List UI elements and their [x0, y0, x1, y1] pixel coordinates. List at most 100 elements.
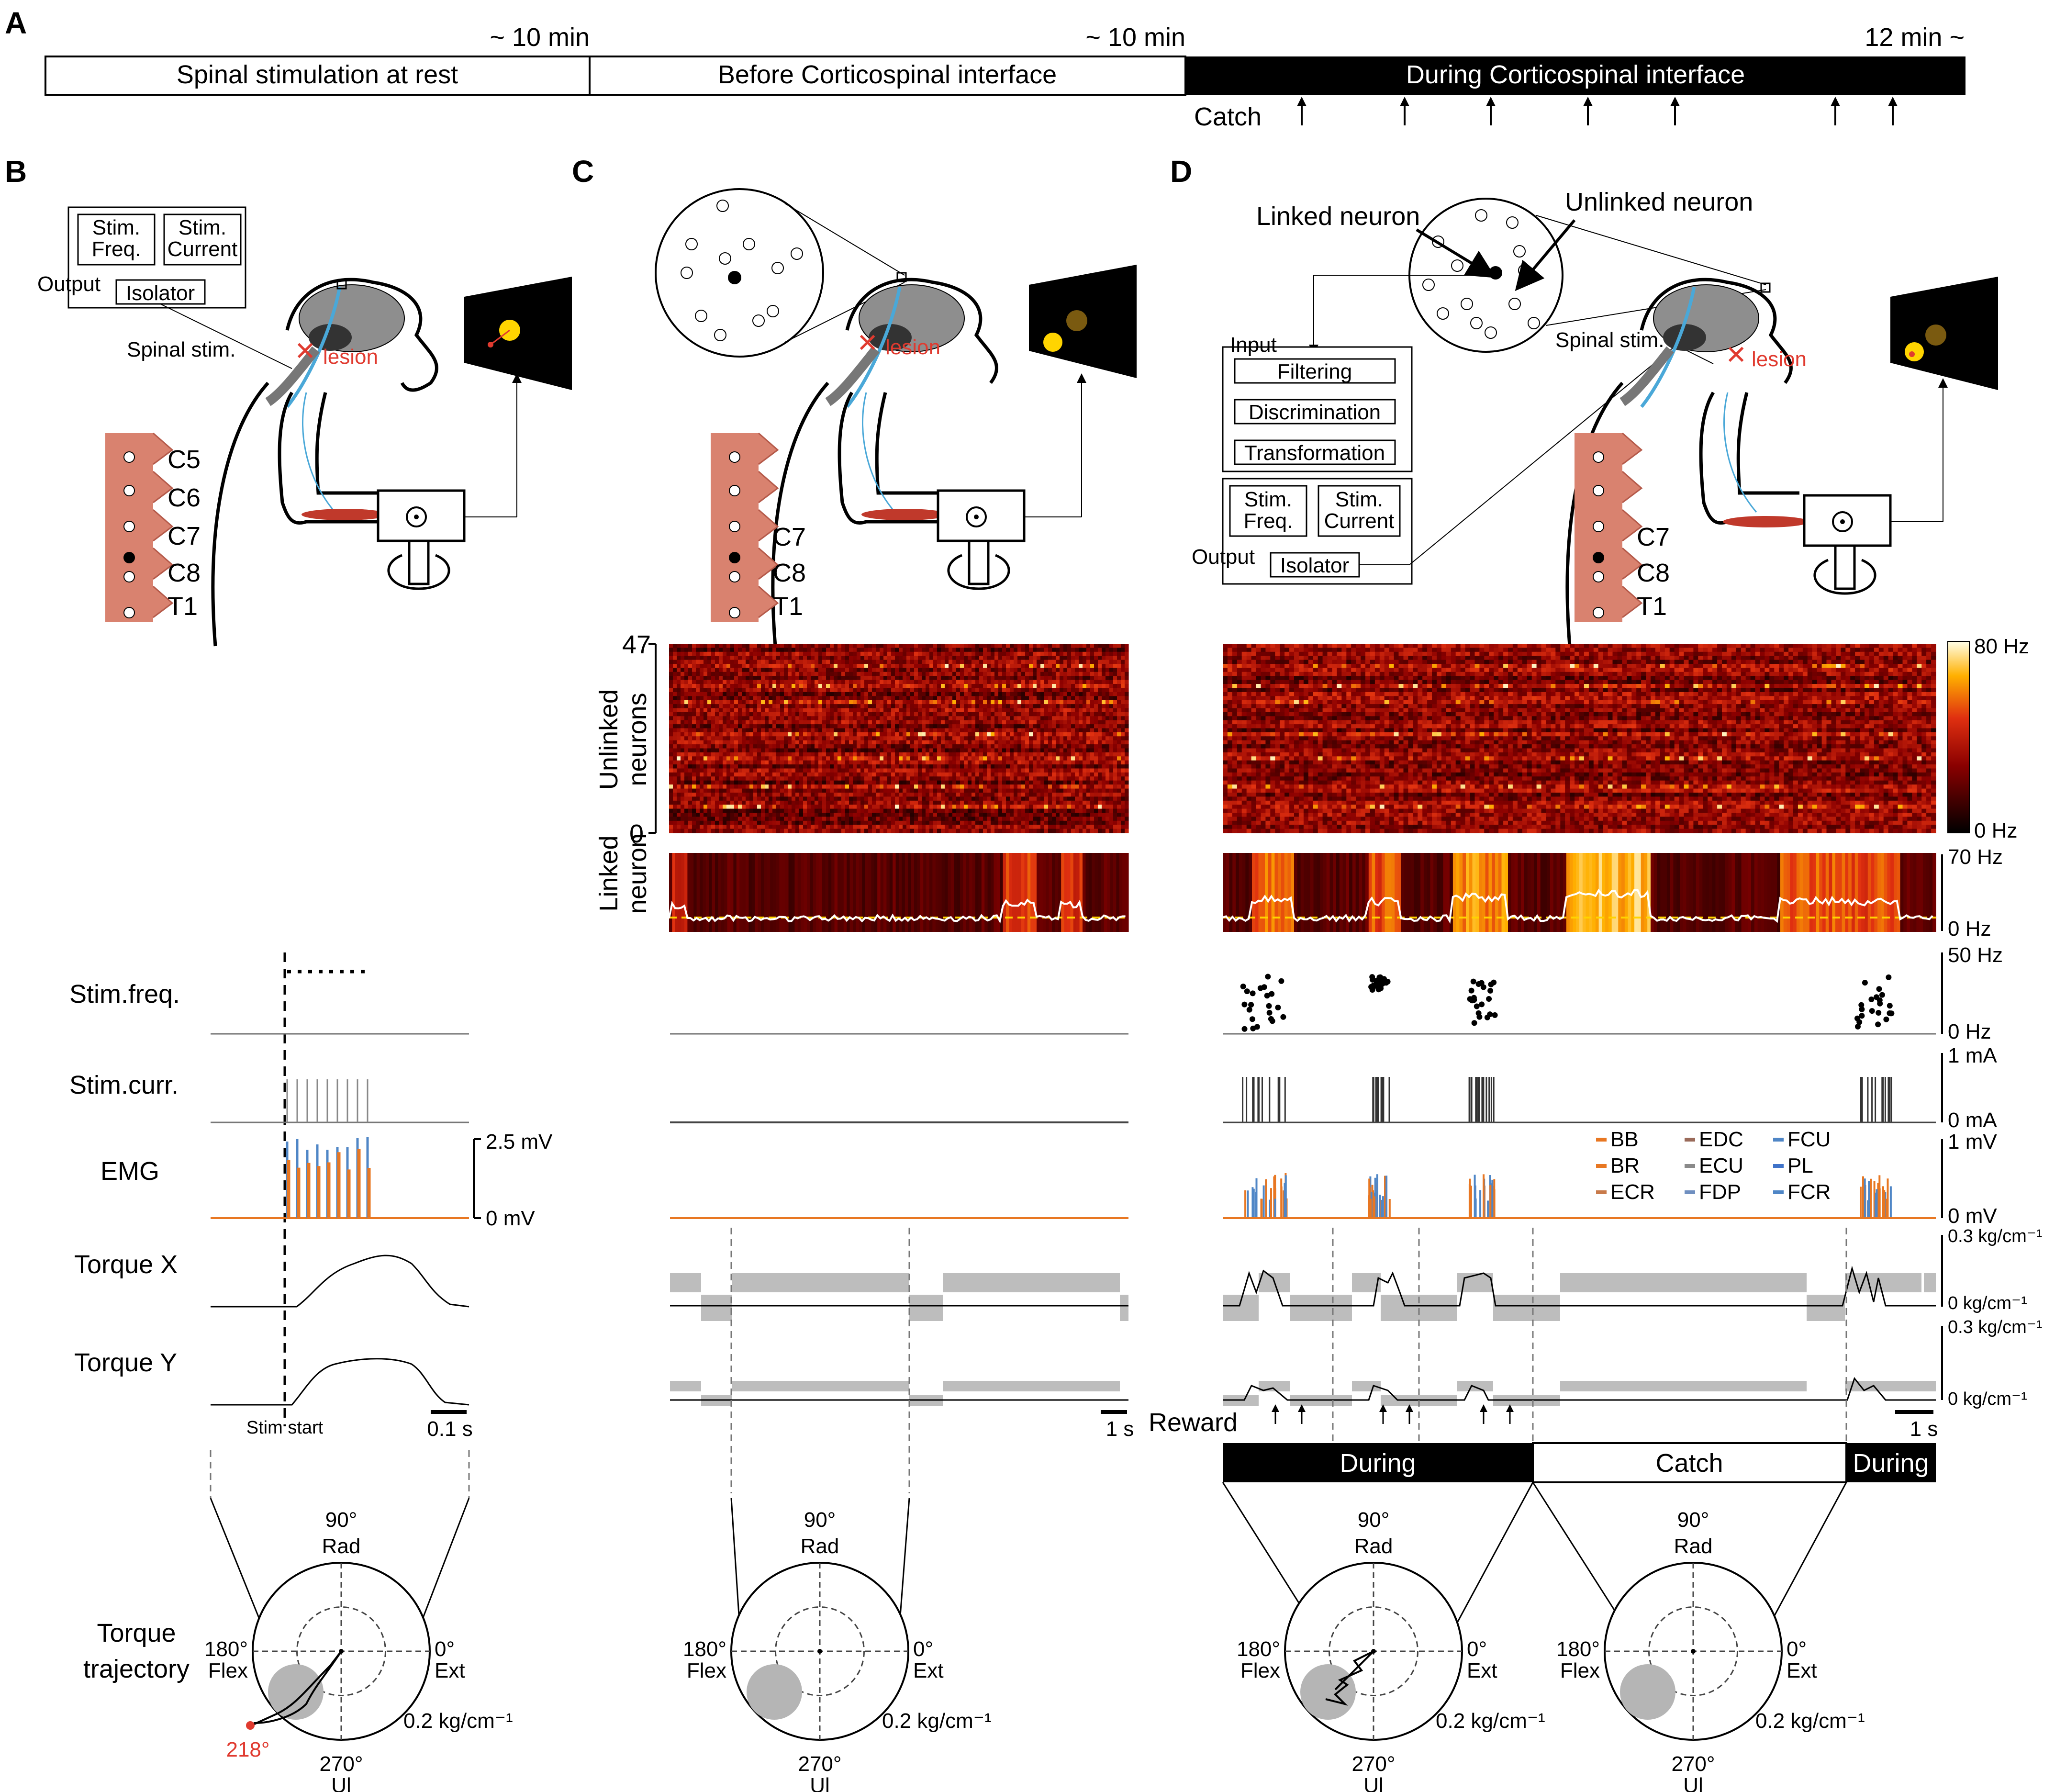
heatmap-cell	[730, 744, 735, 749]
heatmap-cell	[792, 801, 796, 805]
heatmap-cell	[838, 700, 842, 705]
heatmap-cell	[918, 668, 922, 672]
heatmap-cell	[749, 796, 754, 801]
heatmap-cell	[883, 720, 888, 725]
catch-label: Catch	[1194, 102, 1262, 131]
heatmap-cell	[853, 781, 857, 785]
heatmap-cell	[1117, 773, 1121, 777]
heatmap-cell	[681, 648, 685, 652]
heatmap-cell	[723, 764, 727, 769]
heatmap-cell	[795, 668, 800, 672]
heatmap-cell	[872, 644, 876, 648]
heatmap-cell	[807, 700, 811, 705]
heatmap-cell	[880, 776, 884, 781]
heatmap-cell	[876, 749, 880, 753]
heatmap-cell	[975, 724, 980, 728]
heatmap-cell	[1052, 668, 1056, 672]
heatmap-cell	[769, 784, 773, 789]
heatmap-cell	[922, 704, 926, 708]
heatmap-cell	[822, 736, 826, 740]
stim-freq-label-b: Stim.	[92, 216, 140, 239]
heatmap-cell	[1086, 736, 1091, 740]
heatmap-cell	[757, 696, 761, 700]
heatmap-cell	[952, 696, 957, 700]
heatmap-cell	[1021, 764, 1026, 769]
heatmap-cell	[949, 716, 953, 720]
heatmap-cell	[956, 644, 960, 648]
heatmap-cell	[780, 796, 784, 801]
heatmap-cell	[730, 688, 735, 692]
heatmap-cell	[1010, 724, 1014, 728]
heatmap-cell	[1113, 708, 1117, 713]
panel-label-c: C	[572, 154, 594, 189]
heatmap-cell	[688, 688, 692, 692]
heatmap-cell	[815, 776, 819, 781]
heatmap-cell	[922, 752, 926, 757]
heatmap-cell	[945, 732, 949, 737]
heatmap-cell	[684, 716, 689, 720]
heatmap-cell	[757, 644, 761, 648]
heatmap-cell	[769, 644, 773, 648]
heatmap-cell	[972, 648, 976, 652]
heatmap-cell	[1075, 781, 1079, 785]
heatmap-cell	[761, 680, 765, 684]
heatmap-cell	[929, 805, 934, 809]
vertebra-c-2: T1	[773, 592, 803, 621]
heatmap-cell	[707, 652, 712, 656]
heatmap-cell	[738, 761, 742, 765]
heatmap-cell	[1071, 708, 1075, 713]
heatmap-cell	[926, 672, 930, 676]
heatmap-cell	[784, 732, 788, 737]
heatmap-cell	[1125, 724, 1129, 728]
heatmap-cell	[692, 740, 696, 745]
heatmap-cell	[994, 684, 999, 688]
heatmap-cell	[872, 732, 876, 737]
heatmap-cell	[688, 656, 692, 660]
heatmap-cell	[753, 764, 758, 769]
heatmap-cell	[704, 692, 708, 696]
heatmap-cell	[761, 784, 765, 789]
heatmap-cell	[834, 749, 838, 753]
heatmap-cell	[868, 776, 872, 781]
heatmap-cell	[757, 789, 761, 793]
heatmap-cell	[1079, 776, 1083, 781]
heatmap-cell	[864, 805, 869, 809]
heatmap-cell	[1044, 688, 1049, 692]
heatmap-cell	[1040, 704, 1045, 708]
heatmap-cell	[730, 752, 735, 757]
heatmap-cell	[1079, 716, 1083, 720]
heatmap-cell	[780, 652, 784, 656]
heatmap-cell	[860, 764, 865, 769]
heatmap-cell	[857, 668, 861, 672]
heatmap-cell	[891, 652, 895, 656]
heatmap-cell	[1033, 781, 1037, 785]
heatmap-cell	[841, 672, 846, 676]
heatmap-cell	[887, 660, 892, 664]
heatmap-cell	[876, 752, 880, 757]
heatmap-cell	[883, 740, 888, 745]
heatmap-cell	[991, 692, 995, 696]
heatmap-cell	[780, 769, 784, 773]
heatmap-cell	[876, 764, 880, 769]
heatmap-cell	[681, 676, 685, 680]
heatmap-cell	[903, 801, 907, 805]
heatmap-cell	[945, 761, 949, 765]
heatmap-cell	[960, 648, 964, 652]
heatmap-cell	[891, 728, 895, 733]
heatmap-cell	[880, 644, 884, 648]
heatmap-cell	[983, 776, 987, 781]
heatmap-cell	[945, 692, 949, 696]
heatmap-cell	[834, 773, 838, 777]
heatmap-cell	[1071, 672, 1075, 676]
heatmap-cell	[792, 664, 796, 668]
heatmap-cell	[906, 728, 911, 733]
heatmap-cell	[1067, 796, 1072, 801]
heatmap-cell	[715, 773, 719, 777]
heatmap-cell	[998, 801, 1003, 805]
row-label-stim-freq: Stim.freq.	[69, 980, 180, 1008]
heatmap-cell	[738, 764, 742, 769]
heatmap-cell	[1094, 728, 1098, 733]
heatmap-cell	[834, 724, 838, 728]
heatmap-cell	[811, 672, 815, 676]
heatmap-cell	[880, 728, 884, 733]
